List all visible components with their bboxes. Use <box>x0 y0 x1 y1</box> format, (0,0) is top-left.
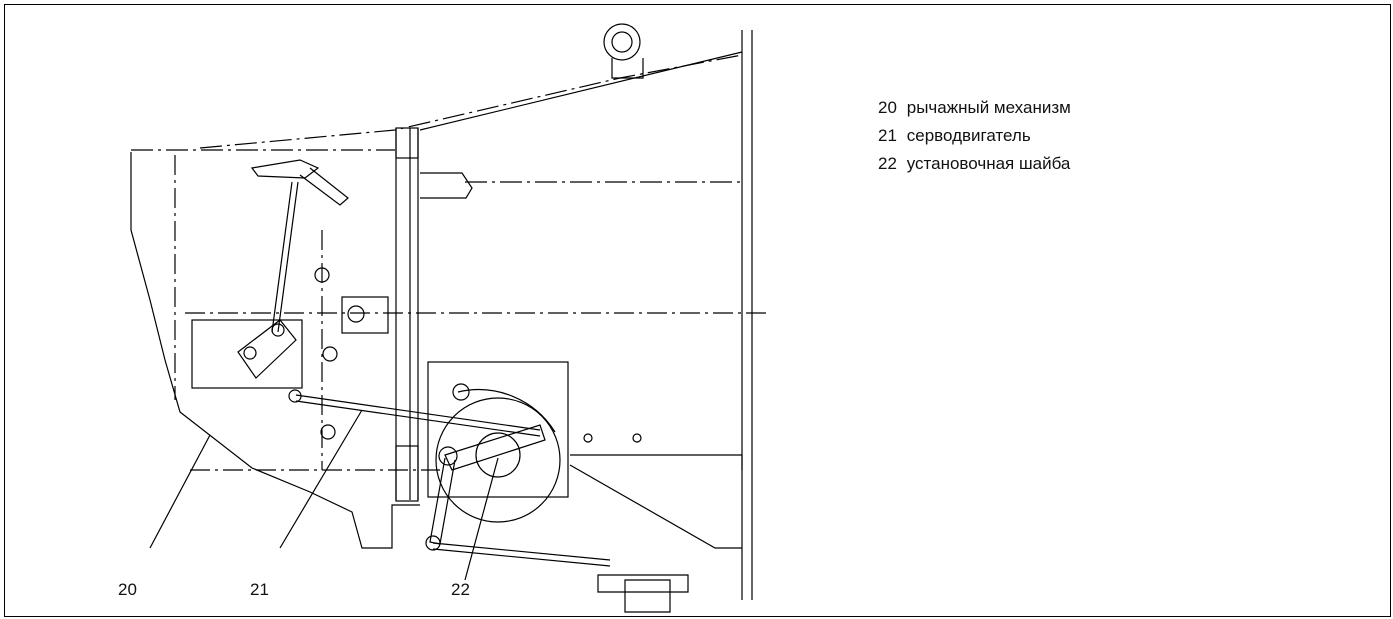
legend-label: рычажный механизм <box>906 98 1071 117</box>
servo-arc <box>457 389 556 433</box>
leader-22 <box>464 457 499 581</box>
setting-disc <box>435 397 561 523</box>
lower-body <box>569 464 742 549</box>
body-top <box>419 51 743 131</box>
callout-20: 20 <box>118 580 137 599</box>
hole-b <box>322 346 338 362</box>
lower-body-2 <box>570 454 743 470</box>
link-rod-2 <box>271 181 293 333</box>
leader-21 <box>279 409 363 549</box>
eye-bolt <box>611 58 644 79</box>
drawing-frame <box>4 4 1391 617</box>
plate-lower <box>395 445 419 502</box>
lower-rod-1 <box>432 542 611 561</box>
link-rod-1 <box>277 181 299 333</box>
legend-number: 21 <box>878 126 897 145</box>
servo-end <box>288 389 302 403</box>
lever-pivot <box>271 323 285 337</box>
legend-item: 21 серводвигатель <box>878 122 1071 150</box>
lever-block <box>191 319 303 389</box>
leader-20 <box>149 434 211 549</box>
setting-disc-inner <box>475 432 521 478</box>
lower-bracket <box>597 574 689 593</box>
legend-number: 22 <box>878 154 897 173</box>
mount-plate <box>341 296 389 334</box>
lower-bracket-2 <box>624 579 671 613</box>
hole-a <box>314 267 330 283</box>
legend-item: 20 рычажный механизм <box>878 94 1071 122</box>
upper-lever <box>250 159 320 179</box>
legend-label: серводвигатель <box>906 126 1031 145</box>
servo-box <box>427 361 569 498</box>
eye-bolt-ring-inner <box>611 31 633 53</box>
lower-rod-2 <box>432 548 611 567</box>
callout-22: 22 <box>451 580 470 599</box>
eye-bolt-ring <box>603 23 641 61</box>
legend-item: 22 установочная шайба <box>878 150 1071 178</box>
lever-pivot-2 <box>243 346 257 360</box>
small-hole-2 <box>632 433 642 443</box>
housing-top-diag <box>199 54 743 149</box>
legend: 20 рычажный механизм 21 серводвигатель 2… <box>878 94 1071 178</box>
housing-outline <box>130 152 420 549</box>
upper-arm <box>299 167 349 206</box>
callout-21: 21 <box>250 580 269 599</box>
small-hole-1 <box>583 433 593 443</box>
servo-rod-1 <box>295 394 541 431</box>
bracket <box>420 172 473 199</box>
servo-arm <box>444 424 546 471</box>
hole-c <box>320 424 336 440</box>
servo-rod-2 <box>295 400 541 437</box>
lower-link-end <box>425 535 441 551</box>
arm-pivot-2 <box>452 383 470 401</box>
legend-number: 20 <box>878 98 897 117</box>
legend-label: установочная шайба <box>906 154 1071 173</box>
mount-hole <box>347 305 365 323</box>
lever-v <box>237 319 297 379</box>
arm-pivot <box>438 446 458 466</box>
plate-upper <box>395 127 419 159</box>
